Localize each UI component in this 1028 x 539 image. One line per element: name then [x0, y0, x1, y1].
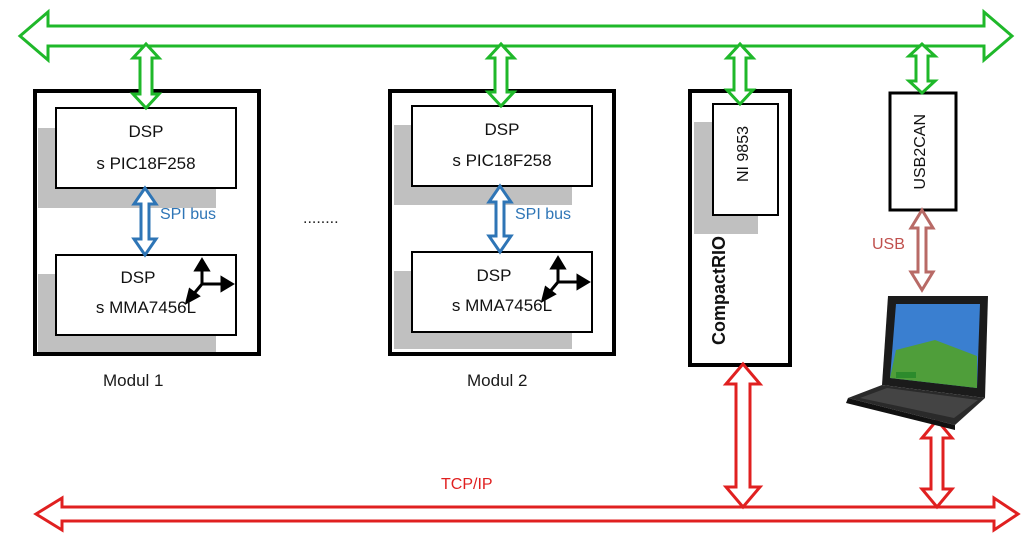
module-2-label: Modul 2 [467, 371, 528, 390]
ellipsis-label: ........ [303, 210, 339, 227]
module-2-can-link-arrow [484, 41, 518, 109]
module-1-top-chip [55, 107, 237, 189]
module-2-bottom-chip-title: DSP [476, 266, 512, 285]
module-1-top-chip-title: DSP [128, 122, 164, 141]
module-1-bottom-chip [55, 254, 237, 336]
ni9853-box [712, 103, 779, 216]
module-1-spi-arrow [131, 185, 159, 258]
tcp-bus-arrow [33, 495, 1021, 533]
tcp-label: TCP/IP [441, 476, 493, 493]
laptop-icon [846, 296, 988, 430]
module-1-can-link-arrow [129, 41, 163, 111]
module-2-bottom-chip-part: s MMA7456L [451, 296, 553, 315]
axes-icon [184, 257, 235, 305]
module-1-label: Modul 1 [103, 371, 164, 390]
module-2-spi-arrow [486, 183, 514, 255]
module-1-bottom-chip-part: s MMA7456L [95, 298, 197, 317]
module-1-top-chip-part: s PIC18F258 [96, 154, 196, 173]
ni9853-label: NI 9853 [735, 126, 752, 183]
module-2-bottom-chip [411, 251, 593, 333]
usb-link-arrow [908, 207, 936, 293]
module-2-top-chip-part: s PIC18F258 [452, 151, 552, 170]
module-2-top-chip [411, 105, 593, 187]
can-bus-arrow [17, 8, 1015, 64]
module-1-bottom-chip-title: DSP [120, 268, 156, 287]
compactrio-tcp-link-arrow [722, 361, 764, 510]
usb-label: USB [872, 236, 905, 253]
compactrio-label: CompactRIO [709, 236, 729, 346]
compactrio-can-link-arrow [723, 41, 757, 107]
laptop-tcp-link-arrow [918, 417, 956, 510]
module-1-spi-label: SPI bus [160, 206, 217, 223]
usb2can-label: USB2CAN [912, 114, 929, 190]
usb2can-can-link-arrow [905, 41, 939, 96]
module-2-top-chip-title: DSP [484, 120, 520, 139]
axes-icon [540, 255, 591, 303]
module-2-spi-label: SPI bus [515, 206, 572, 223]
